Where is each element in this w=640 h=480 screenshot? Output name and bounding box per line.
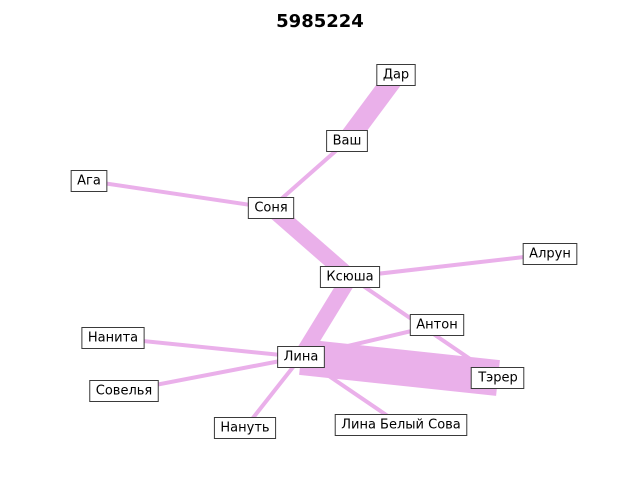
node-nanita: Нанита xyxy=(81,327,145,349)
node-box xyxy=(213,417,277,439)
graph-title: 5985224 xyxy=(276,11,364,32)
node-label: Тэрер xyxy=(477,371,518,386)
node-vash: Ваш xyxy=(326,130,368,152)
node-terer: Тэрер xyxy=(470,367,525,389)
node-label: Алрун xyxy=(529,247,571,262)
node-label: Антон xyxy=(416,318,457,333)
edge-lina-terer xyxy=(299,339,500,396)
node-label: Лина Белый Сова xyxy=(341,418,461,433)
node-label: Совелья xyxy=(96,384,152,399)
node-box xyxy=(89,380,159,402)
node-box xyxy=(81,327,145,349)
edge-sonya-ksyusha xyxy=(265,201,356,284)
node-lina: Лина xyxy=(277,346,325,368)
node-box xyxy=(319,266,381,288)
node-aga: Ага xyxy=(70,170,108,192)
node-label: Дар xyxy=(383,68,409,83)
edge-lina-lina-bs xyxy=(299,355,403,427)
node-alrun: Алрун xyxy=(522,243,578,265)
node-anton: Антон xyxy=(409,314,465,336)
node-label: Нануть xyxy=(220,421,269,436)
node-label: Нанита xyxy=(88,331,138,346)
node-label: Ваш xyxy=(333,134,362,149)
node-label: Лина xyxy=(284,350,319,365)
edge-aga-sonya xyxy=(88,179,272,210)
node-nanut: Нануть xyxy=(213,417,277,439)
node-lina-bs: Лина Белый Сова xyxy=(334,414,468,436)
edge-nanut-lina xyxy=(243,355,303,430)
edge-layer xyxy=(88,69,551,430)
node-box xyxy=(70,170,108,192)
node-box xyxy=(334,414,468,436)
node-box xyxy=(522,243,578,265)
node-soveliya: Совелья xyxy=(89,380,159,402)
node-label: Ага xyxy=(77,174,101,189)
node-box xyxy=(277,346,325,368)
node-label: Соня xyxy=(254,201,287,216)
node-box xyxy=(326,130,368,152)
node-box xyxy=(247,197,295,219)
edge-sonya-vash xyxy=(269,139,349,210)
node-box xyxy=(376,64,416,86)
node-box xyxy=(470,367,525,389)
node-label: Ксюша xyxy=(326,270,373,285)
edge-ksyusha-alrun xyxy=(349,252,551,279)
node-ksyusha: Ксюша xyxy=(319,266,381,288)
node-dar: Дар xyxy=(376,64,416,86)
node-sonya: Соня xyxy=(247,197,295,219)
node-box xyxy=(409,314,465,336)
